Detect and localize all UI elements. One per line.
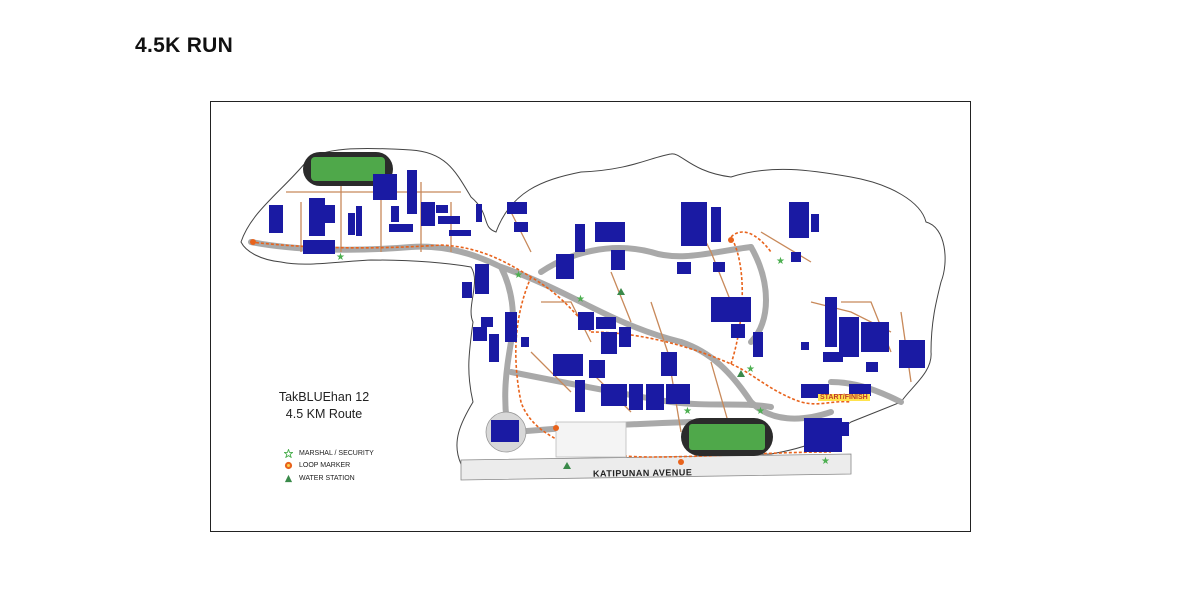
legend-item-water-station: WATER STATION xyxy=(284,472,374,485)
map-drawing: ★ ★ ★ ★ ★ ★ ★ ★ xyxy=(240,147,946,481)
legend-label-marshal: MARSHAL / SECURITY xyxy=(299,449,374,457)
route-title-line1: TakBLUEhan 12 xyxy=(278,390,370,404)
baseball-field xyxy=(555,421,627,458)
start-finish-label: START/FINISH xyxy=(818,394,870,401)
route-title-line2: 4.5 KM Route xyxy=(285,407,363,421)
legend-item-marshal: MARSHAL / SECURITY xyxy=(284,447,374,460)
street-label: KATIPUNAN AVENUE xyxy=(592,467,693,479)
svg-text:★: ★ xyxy=(821,456,830,467)
svg-text:★: ★ xyxy=(576,294,585,305)
map-legend: MARSHAL / SECURITY LOOP MARKER WATER STA… xyxy=(284,447,374,485)
triangle-icon xyxy=(284,474,293,482)
svg-text:★: ★ xyxy=(514,270,523,281)
star-icon xyxy=(284,448,293,458)
top-track xyxy=(303,152,393,186)
football-field xyxy=(681,418,773,456)
loop-marker-icon xyxy=(284,462,293,470)
campus-map[interactable]: ★ ★ ★ ★ ★ ★ ★ ★ TakBLUEhan 12 4.5 KM Rou… xyxy=(210,101,971,532)
svg-text:★: ★ xyxy=(683,406,692,417)
legend-label-water-station: WATER STATION xyxy=(299,474,355,482)
buildings xyxy=(269,170,925,452)
water-stations xyxy=(563,288,745,469)
marshal-markers: ★ ★ ★ ★ ★ ★ ★ ★ xyxy=(336,252,830,467)
svg-text:★: ★ xyxy=(336,252,345,263)
svg-text:★: ★ xyxy=(776,256,785,267)
svg-text:★: ★ xyxy=(756,406,765,417)
legend-item-loop-marker: LOOP MARKER xyxy=(284,460,374,473)
route-title: TakBLUEhan 12 4.5 KM Route xyxy=(259,389,389,423)
loop-markers xyxy=(250,237,734,465)
page-title: 4.5K RUN xyxy=(135,34,234,57)
arete-building xyxy=(485,411,527,453)
legend-label-loop-marker: LOOP MARKER xyxy=(299,462,351,470)
svg-text:★: ★ xyxy=(746,364,755,375)
